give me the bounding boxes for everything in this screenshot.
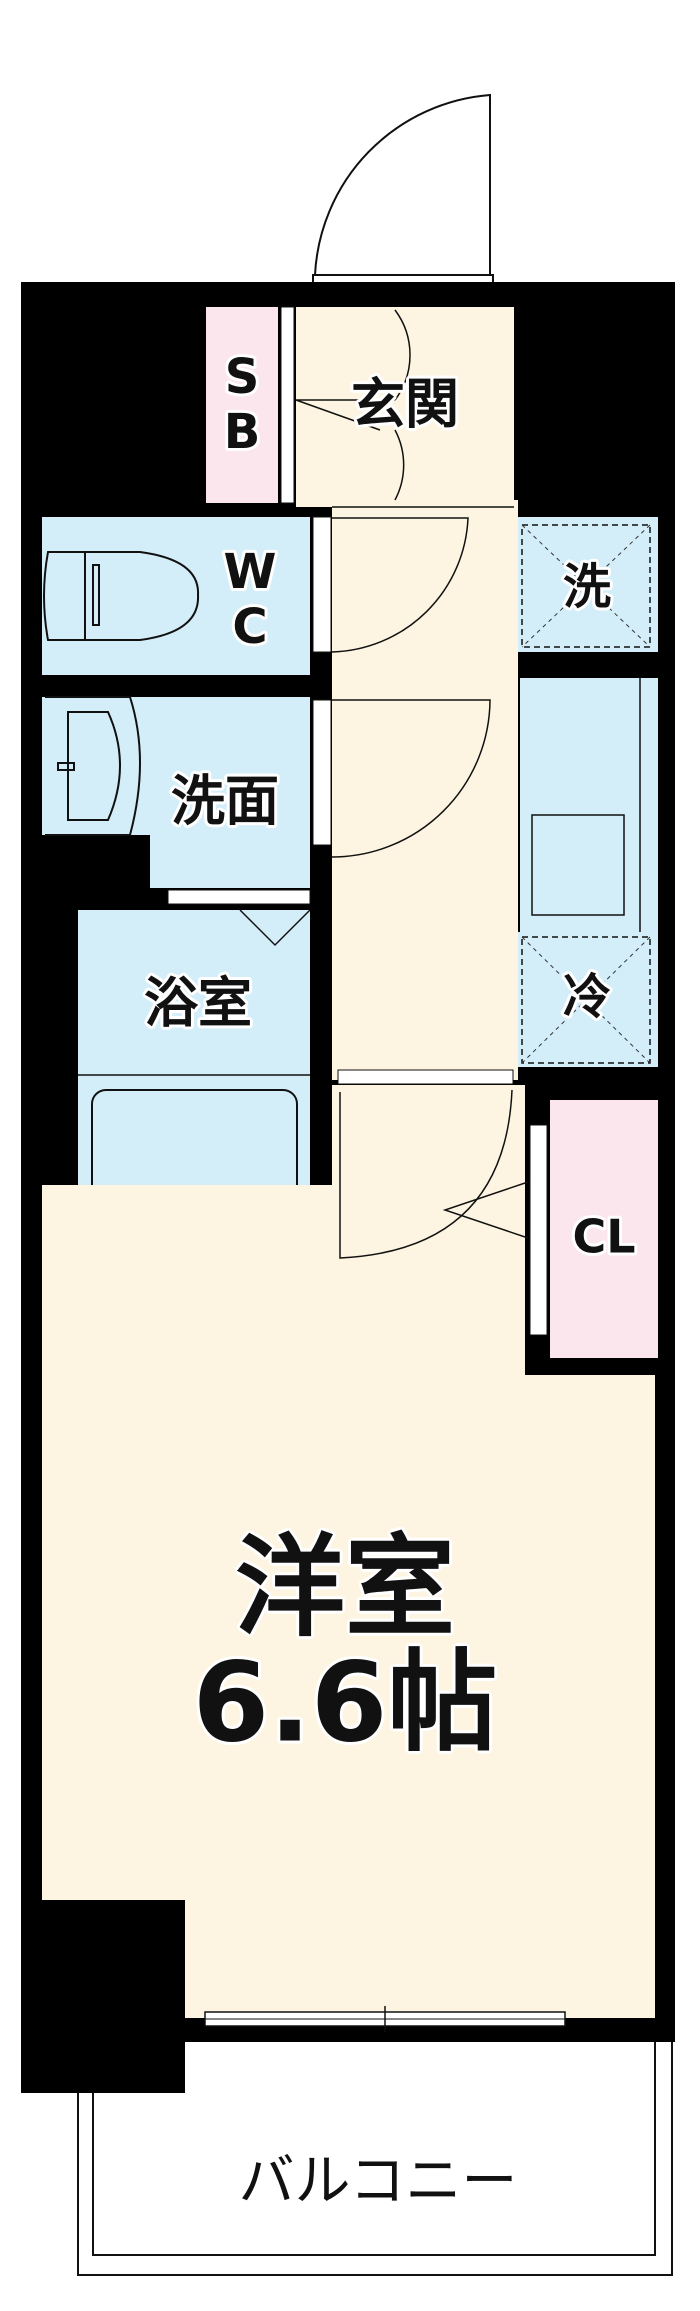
refrigerator-label: 冷	[563, 969, 611, 1025]
toilet-door	[312, 516, 332, 653]
room-washroom	[42, 697, 310, 888]
sb-door	[280, 306, 295, 504]
sb-label-s: S	[225, 349, 260, 405]
wc-label-c: C	[232, 599, 267, 655]
entrance-door	[312, 93, 494, 290]
room-entrance	[296, 307, 514, 507]
entrance-label: 玄関	[351, 373, 459, 436]
kitchen	[520, 678, 658, 932]
toilet-icon	[43, 551, 200, 641]
western-room-size: 6.6帖	[193, 1638, 498, 1766]
sb-label-b: B	[224, 404, 261, 460]
washroom-door	[312, 699, 332, 846]
bathroom-door	[167, 889, 311, 905]
western-room-label: 洋室	[235, 1523, 455, 1651]
sink-icon	[531, 814, 625, 916]
pillar	[21, 1900, 185, 2093]
wc-label-w: W	[224, 544, 277, 600]
washroom-label: 洗面	[171, 770, 279, 833]
refrigerator-space	[518, 932, 658, 1067]
closet-door	[529, 1124, 548, 1336]
washing-machine-space	[518, 517, 658, 652]
room-western	[42, 1085, 655, 2018]
washing-machine-label: 洗	[563, 559, 611, 615]
room-door	[337, 1069, 514, 1085]
bathroom-label: 浴室	[144, 972, 252, 1035]
room-toilet	[42, 517, 310, 675]
balcony-label: バルコニー	[239, 2149, 518, 2214]
room-sb	[206, 307, 278, 503]
room-hallway	[332, 500, 518, 1080]
balcony-window	[204, 2006, 566, 2032]
washbasin-icon	[45, 696, 141, 836]
room-closet	[550, 1100, 658, 1358]
balcony	[77, 2042, 673, 2276]
closet-label: CL	[572, 1210, 635, 1264]
